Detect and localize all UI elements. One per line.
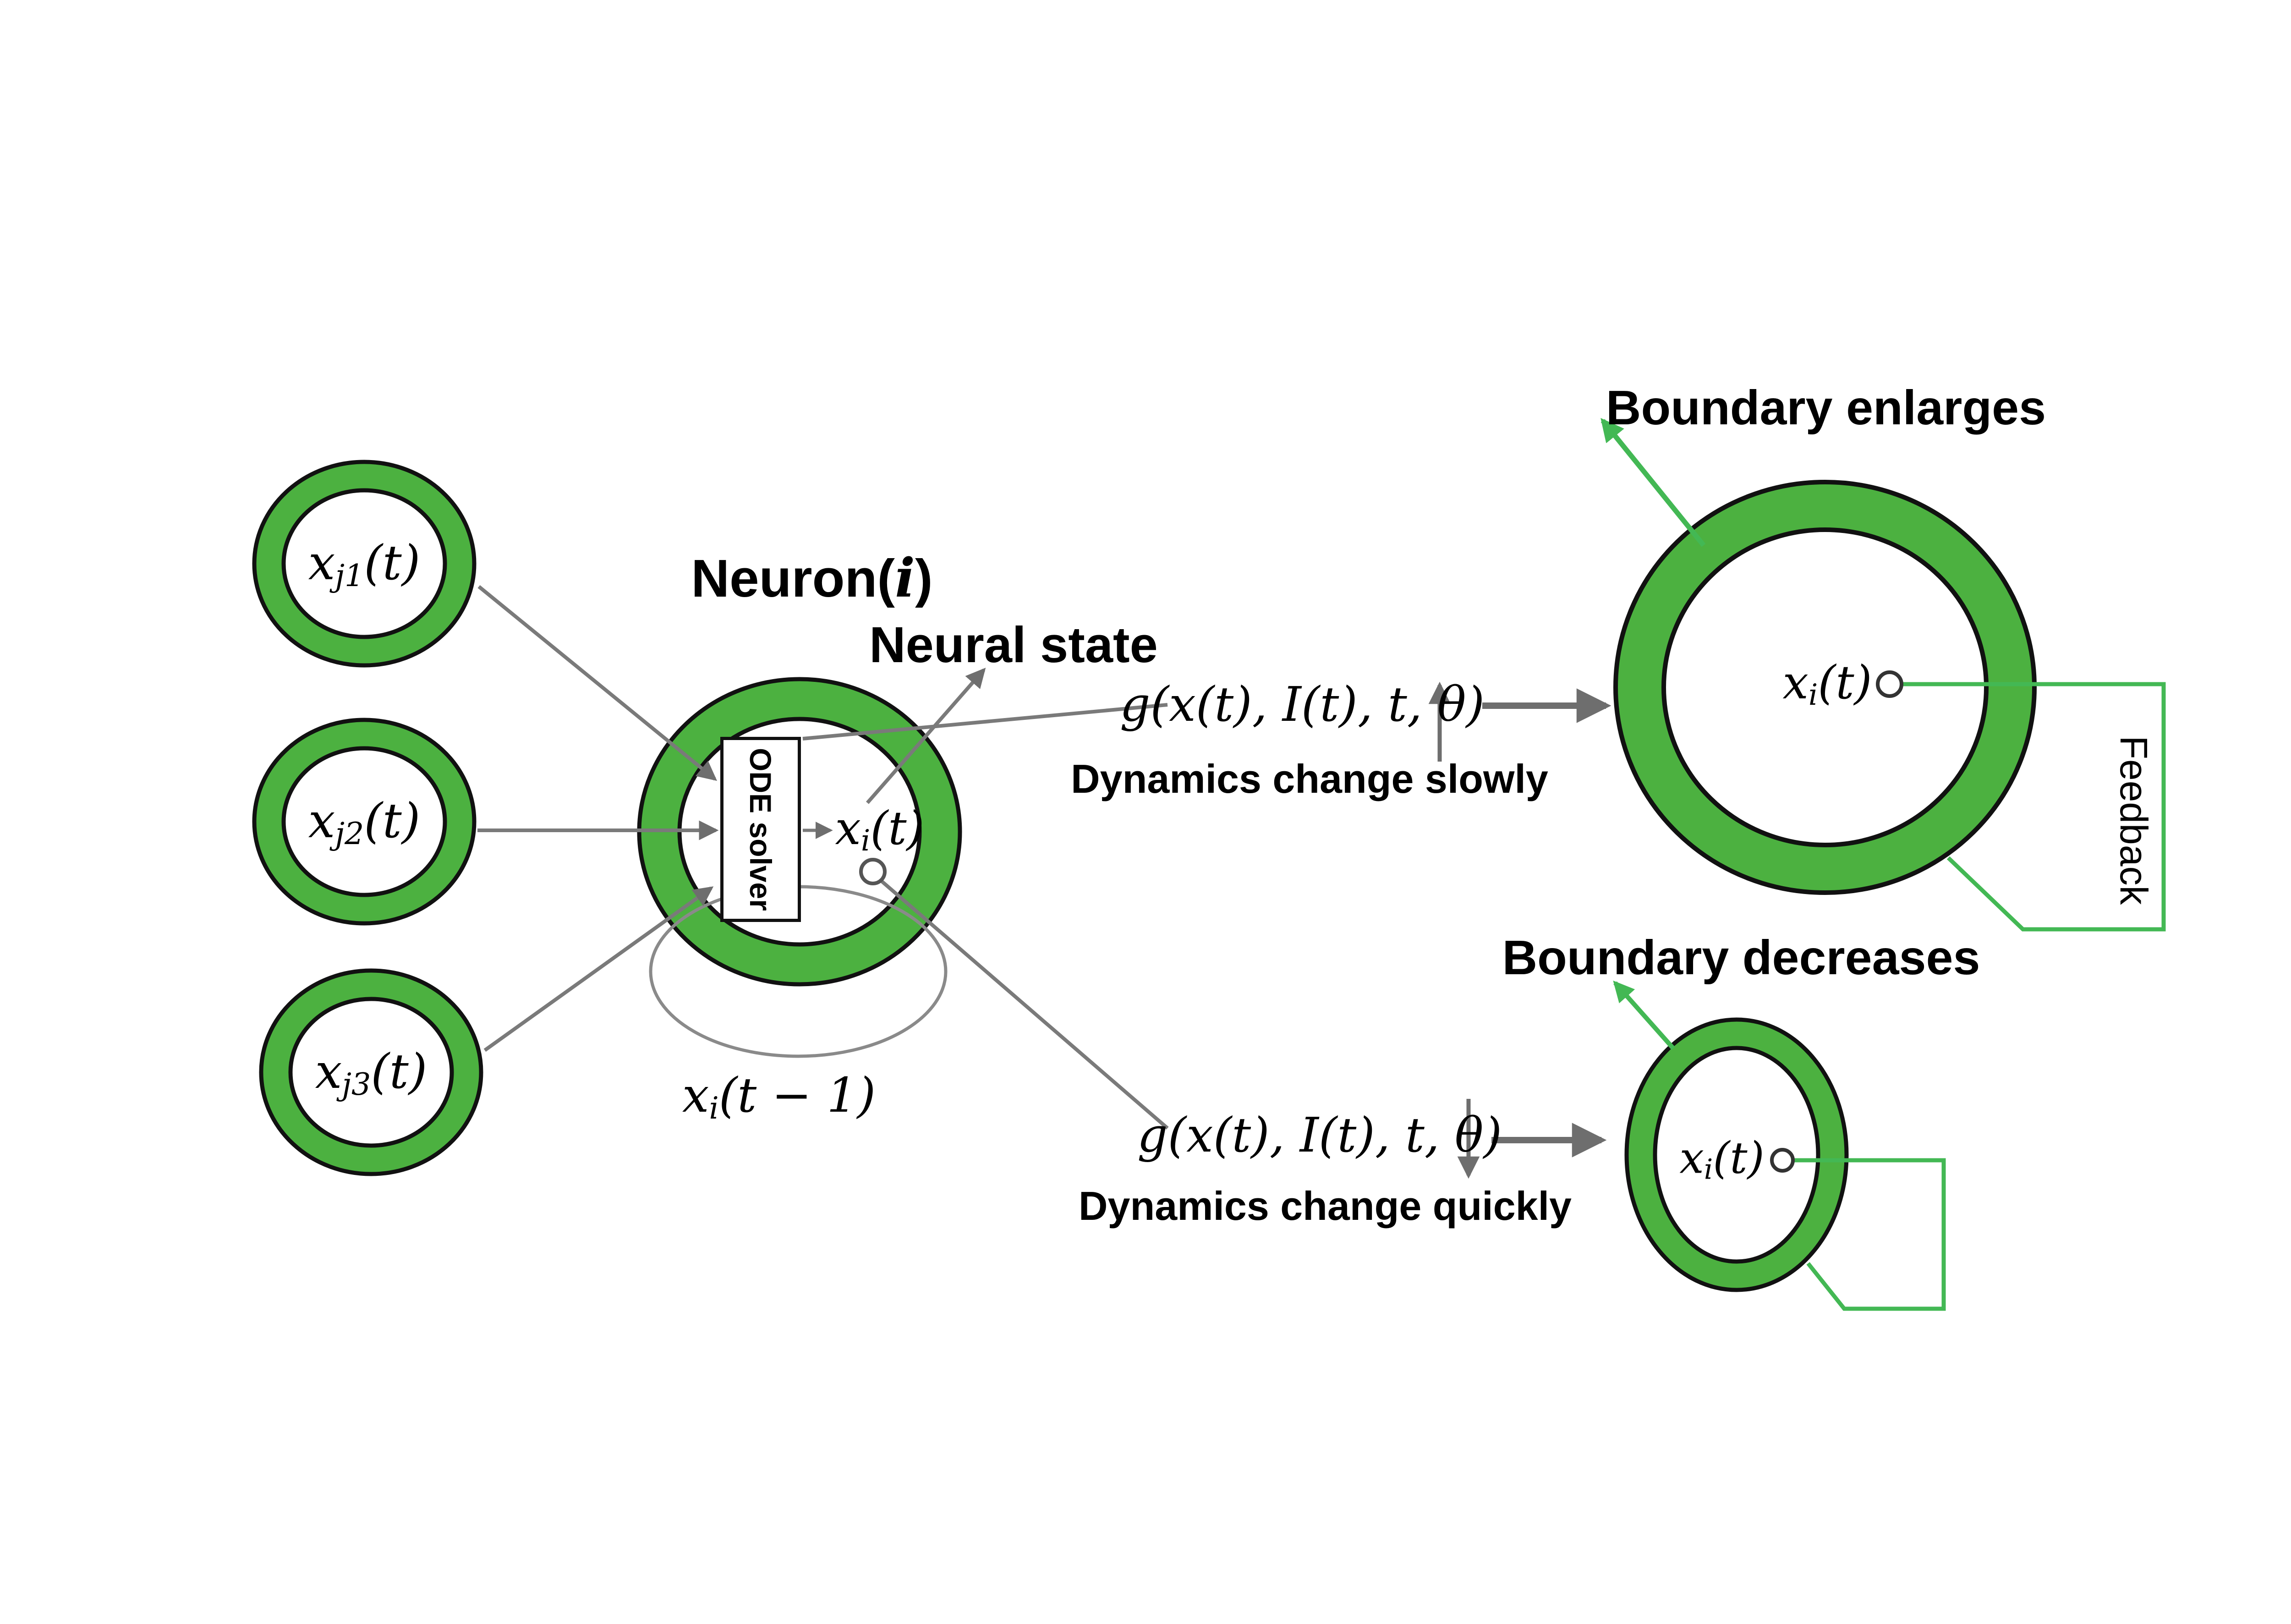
caption-fast: Dynamics change quickly: [1079, 1183, 1572, 1229]
decrease-direction-arrow: [1613, 980, 1675, 1050]
input-neuron-1: [252, 460, 477, 668]
state-label: xi(t): [835, 801, 925, 858]
ode-solver-label: ODE solver: [744, 748, 778, 911]
neural-state-label: Neural state: [869, 617, 1158, 673]
state-sample-point: [859, 858, 887, 885]
input-label-3: xj3(t): [315, 1043, 428, 1102]
boundary-enlarges-title: Boundary enlarges: [1606, 381, 2046, 435]
input-label-2: xj2(t): [308, 793, 421, 851]
enlarge-state-point: [1876, 670, 1903, 698]
decrease-state-label: xi(t): [1679, 1133, 1765, 1186]
prev-state-label: xi(t − 1): [682, 1067, 876, 1126]
decrease-feedback-path: [1792, 1158, 1946, 1311]
enlarge-feedback-path: [1902, 682, 2166, 932]
enlarge-state-label: xi(t): [1782, 656, 1872, 713]
equation-fast: g(x(t), I(t), t, θ): [1137, 1107, 1502, 1163]
boundary-enlarges-ring: [1613, 480, 2037, 895]
equation-slow: g(x(t), I(t), t, θ): [1119, 676, 1485, 732]
enlarge-direction-arrow: [1600, 418, 1706, 547]
neural-state-arrow: [866, 668, 986, 804]
decrease-state-point: [1770, 1148, 1795, 1173]
input-neuron-3: [259, 968, 483, 1176]
boundary-decreases-title: Boundary decreases: [1502, 931, 1980, 985]
link-to-slow-equation: [802, 703, 1168, 741]
caption-slow: Dynamics change slowly: [1071, 756, 1548, 801]
input-arrow-1: [477, 585, 718, 781]
boundary-decreases-ring: [1624, 1017, 1849, 1292]
ode-solver-box: ODE solver: [720, 737, 801, 922]
link-to-fast-equation: [880, 879, 1169, 1130]
input-arrow-3: [483, 886, 714, 1052]
input-label-1: xj1(t): [308, 535, 421, 593]
neuron-title: Neuron(i): [691, 547, 933, 609]
input-neuron-2: [252, 718, 477, 926]
feedback-label: Feedback: [2112, 735, 2155, 905]
